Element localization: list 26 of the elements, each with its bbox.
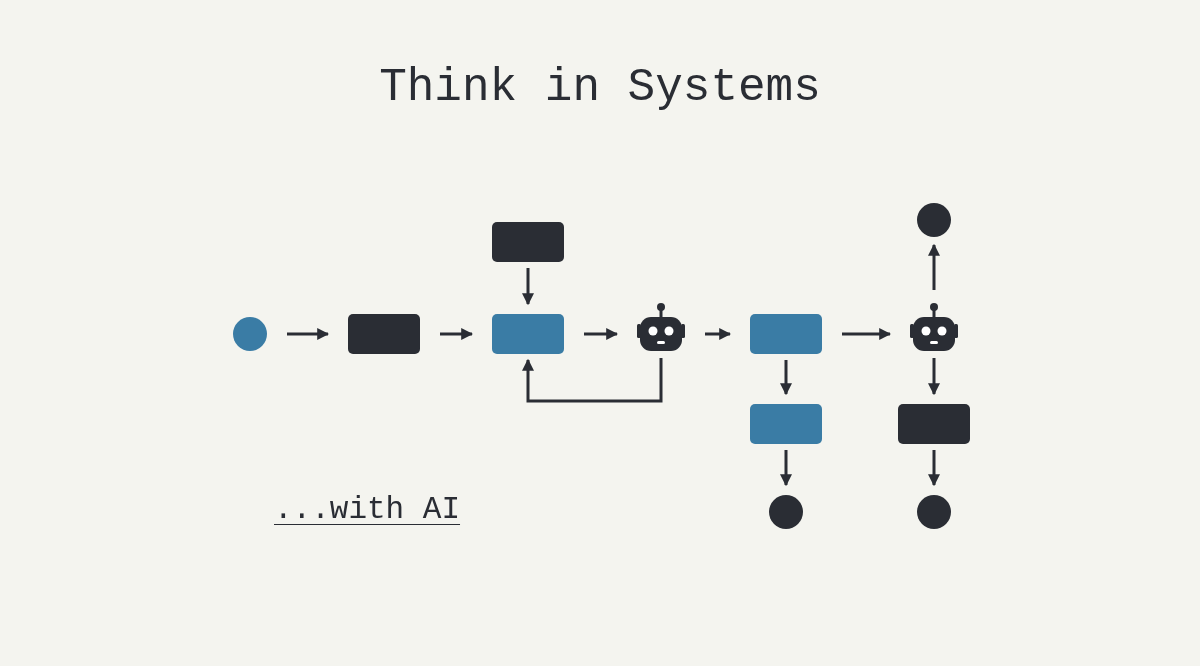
- arrow: [584, 328, 619, 340]
- process-box: [492, 222, 564, 262]
- arrow: [522, 268, 534, 306]
- subtitle: ...with AI: [274, 492, 461, 527]
- arrow: [522, 358, 663, 403]
- terminal-circle: [769, 495, 803, 529]
- arrow: [780, 360, 792, 396]
- arrow: [287, 328, 330, 340]
- arrow: [440, 328, 474, 340]
- arrow: [928, 450, 940, 487]
- robot-icon: [910, 302, 958, 352]
- terminal-circle: [917, 203, 951, 237]
- terminal-circle: [233, 317, 267, 351]
- process-box: [492, 314, 564, 354]
- terminal-circle: [917, 495, 951, 529]
- robot-icon: [637, 302, 685, 352]
- arrow: [928, 358, 940, 396]
- process-box: [348, 314, 420, 354]
- process-box: [750, 404, 822, 444]
- arrow: [780, 450, 792, 487]
- arrow: [928, 243, 940, 290]
- arrow: [705, 328, 732, 340]
- arrow: [842, 328, 892, 340]
- process-box: [898, 404, 970, 444]
- process-box: [750, 314, 822, 354]
- title: Think in Systems: [378, 62, 822, 114]
